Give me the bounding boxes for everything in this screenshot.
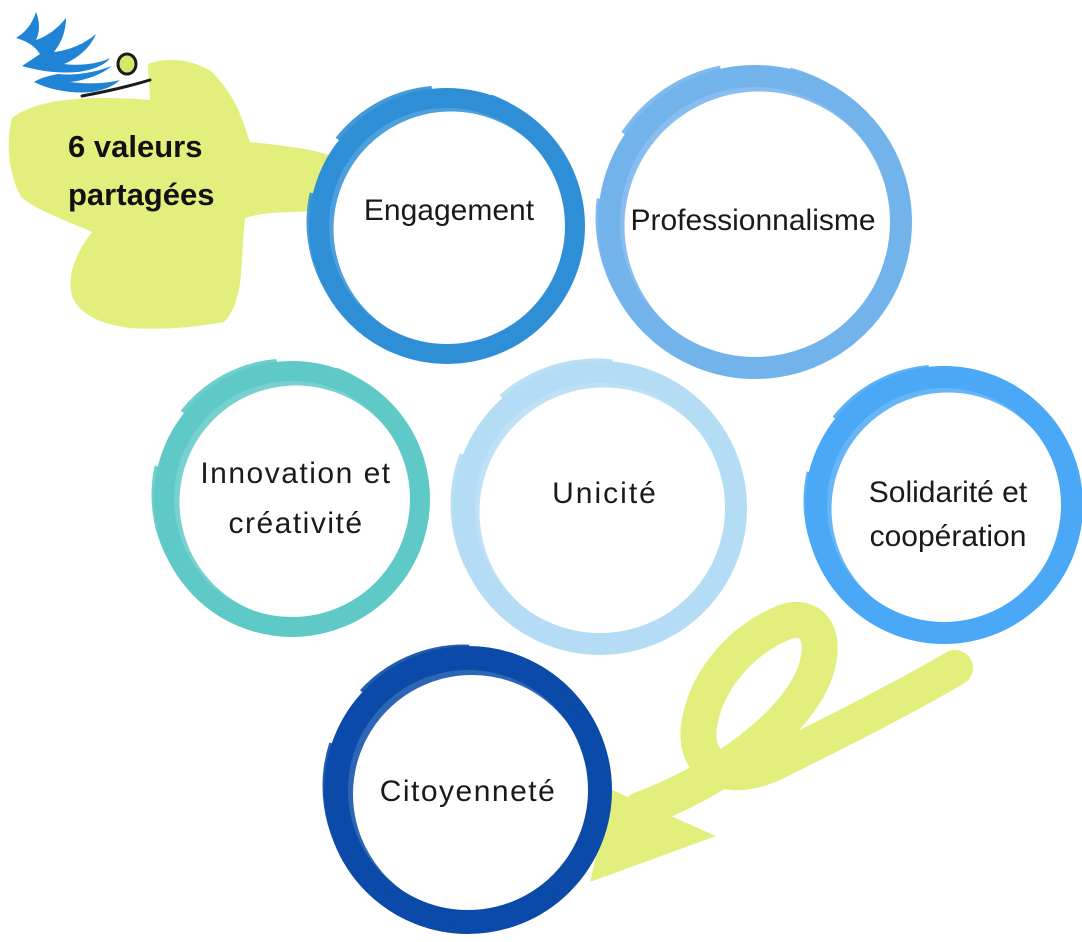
- diagram-title: 6 valeurs partagées: [68, 123, 214, 219]
- circle-engagement: [306, 85, 585, 364]
- label-engagement-text: Engagement: [363, 194, 535, 227]
- circle-citoyennete: [322, 644, 612, 934]
- title-line-1: 6 valeurs: [68, 129, 203, 164]
- circle-solidarite: [803, 364, 1082, 644]
- label-innovation-line-2: créativité: [228, 507, 364, 540]
- label-professionnalisme-text: Professionnalisme: [630, 204, 876, 237]
- label-professionnalisme: Professionnalisme: [606, 203, 900, 240]
- curved-arrow-icon: [590, 602, 973, 882]
- circle-innovation: [151, 358, 430, 637]
- label-solidarite-line-2: coopération: [869, 520, 1027, 553]
- label-unicite-text: Unicité: [552, 477, 658, 510]
- label-solidarite: Solidarité et coopération: [848, 471, 1048, 559]
- bird-logo-icon: [16, 12, 152, 98]
- label-citoyennete-text: Citoyenneté: [379, 775, 557, 808]
- label-unicite: Unicité: [530, 476, 680, 513]
- circle-professionnalisme: [595, 62, 912, 379]
- label-innovation: Innovation et créativité: [176, 449, 416, 549]
- title-line-2: partagées: [68, 177, 215, 212]
- label-engagement: Engagement: [347, 193, 551, 230]
- circle-unicite: [450, 358, 747, 655]
- label-citoyennete: Citoyenneté: [352, 774, 584, 811]
- label-solidarite-line-1: Solidarité et: [868, 476, 1028, 509]
- label-innovation-line-1: Innovation et: [200, 457, 392, 490]
- title-highlight-blob: [8, 59, 333, 329]
